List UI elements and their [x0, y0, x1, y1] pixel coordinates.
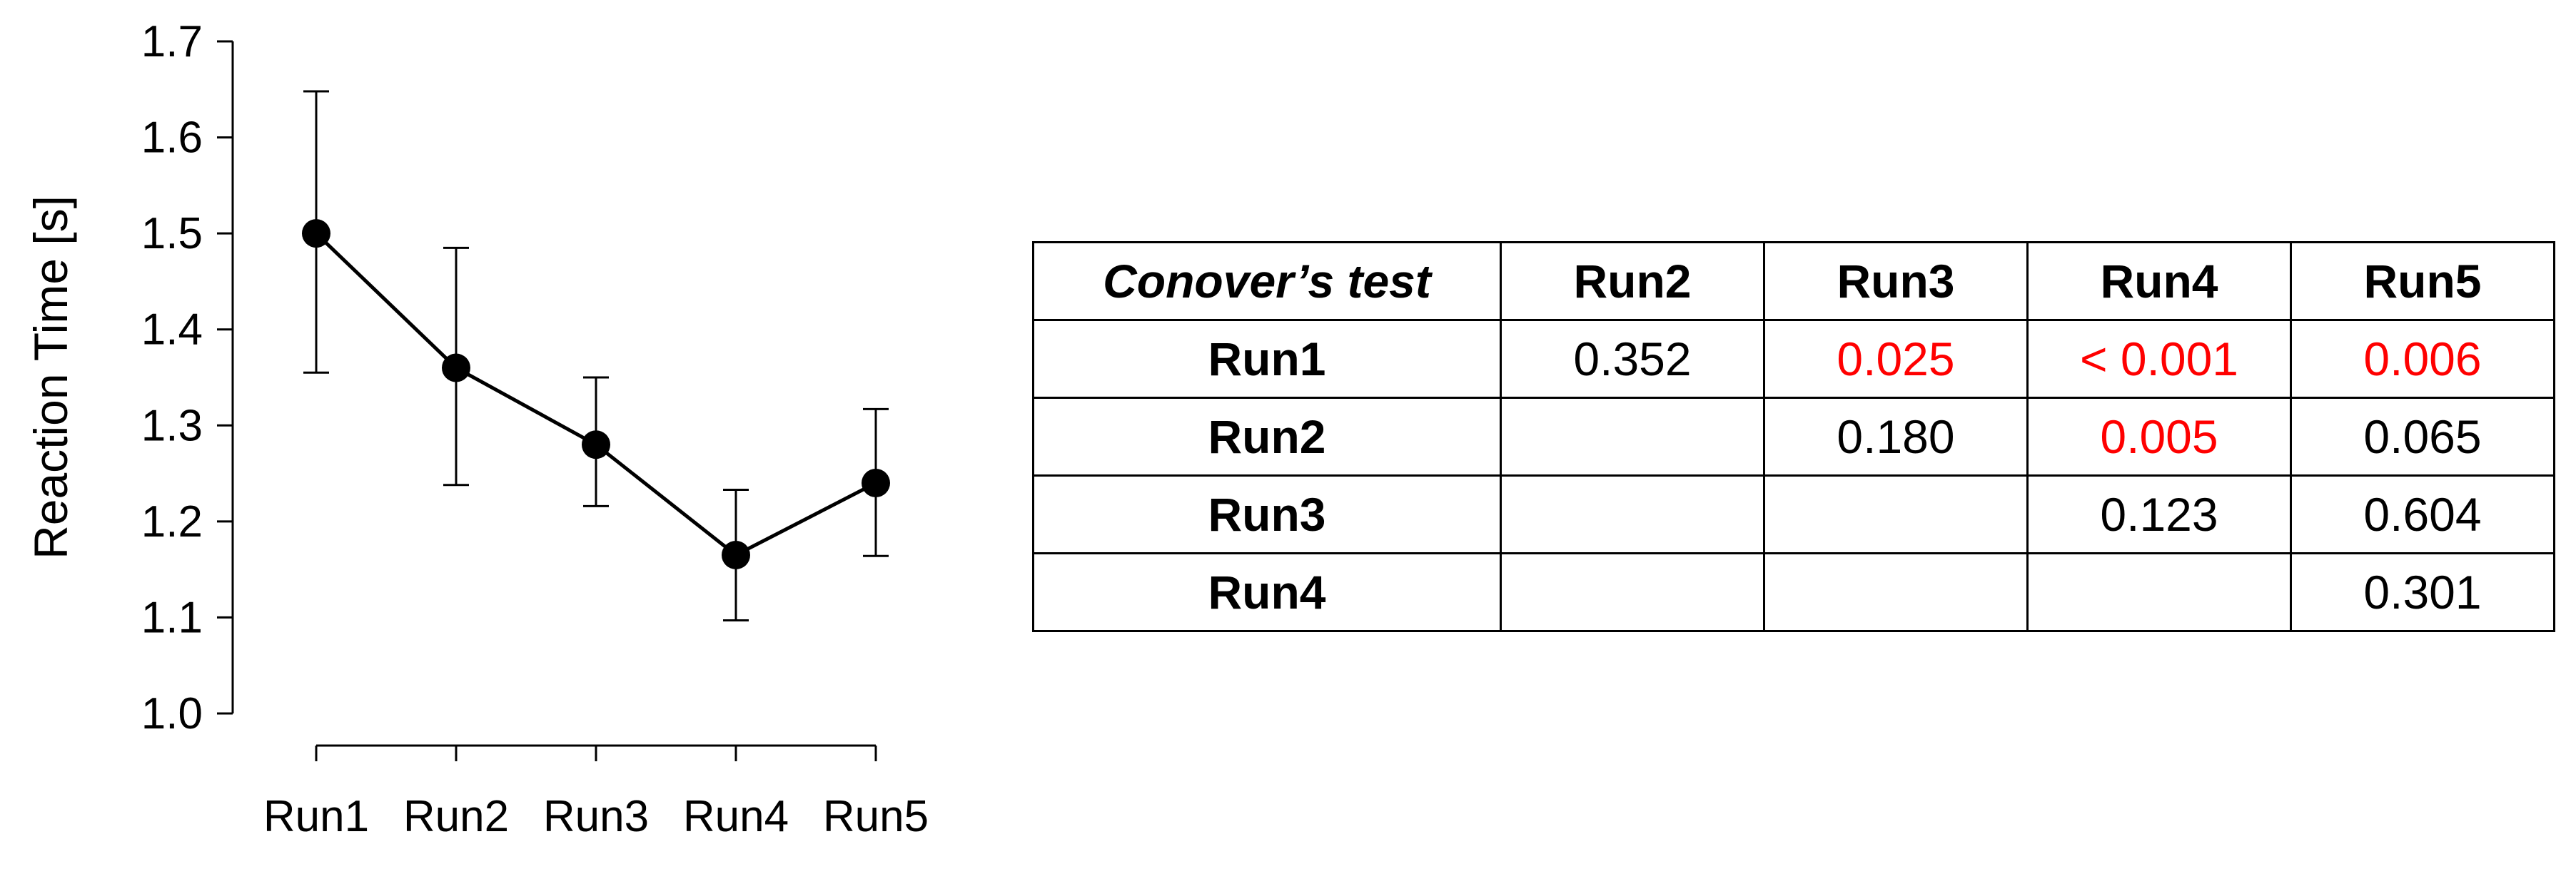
table-cell: 0.123: [2026, 474, 2292, 554]
data-point: [722, 540, 750, 569]
table-row: Run4 0.301: [1032, 552, 2555, 632]
table-row: Run1 0.352 0.025 < 0.001 0.006: [1032, 319, 2555, 399]
table-cell: 0.604: [2290, 474, 2555, 554]
column-header-run3: Run3: [1763, 241, 2029, 321]
x-tick-label: Run2: [403, 792, 509, 841]
table-cell: 0.006: [2290, 319, 2555, 399]
x-tick-label: Run5: [823, 792, 929, 841]
y-axis-label: Reaction Time [s]: [24, 195, 77, 559]
x-tick-label: Run1: [263, 792, 369, 841]
table-cell: 0.301: [2290, 552, 2555, 632]
table-row: Run2 0.180 0.005 0.065: [1032, 397, 2555, 477]
y-tick-label: 1.6: [141, 113, 203, 163]
y-tick-label: 1.4: [141, 305, 203, 355]
column-header-run2: Run2: [1500, 241, 1765, 321]
table-cell: [1500, 397, 1765, 477]
table-cell: [1500, 474, 1765, 554]
table-cell: 0.025: [1763, 319, 2029, 399]
y-tick-label: 1.3: [141, 401, 203, 450]
table-cell: 0.180: [1763, 397, 2029, 477]
conover-test-table: Conover’s test Run2 Run3 Run4 Run5 Run1 …: [1032, 241, 2555, 632]
table-cell: [1500, 552, 1765, 632]
y-tick-label: 1.7: [141, 17, 203, 66]
row-header-run3: Run3: [1032, 474, 1502, 554]
y-tick-label: 1.0: [141, 689, 203, 738]
table-cell: 0.065: [2290, 397, 2555, 477]
y-tick-label: 1.1: [141, 593, 203, 642]
data-point: [302, 219, 330, 248]
row-header-run1: Run1: [1032, 319, 1502, 399]
table-cell: [1763, 474, 2029, 554]
row-header-run2: Run2: [1032, 397, 1502, 477]
table-row: Run3 0.123 0.604: [1032, 474, 2555, 554]
table-corner-title: Conover’s test: [1032, 241, 1502, 321]
table-header-row: Conover’s test Run2 Run3 Run4 Run5: [1032, 241, 2555, 321]
column-header-run5: Run5: [2290, 241, 2555, 321]
data-point: [862, 469, 890, 498]
table-cell: 0.352: [1500, 319, 1765, 399]
table-cell: < 0.001: [2026, 319, 2292, 399]
row-header-run4: Run4: [1032, 552, 1502, 632]
y-tick-label: 1.2: [141, 497, 203, 547]
column-header-run4: Run4: [2026, 241, 2292, 321]
table-cell: [1763, 552, 2029, 632]
table-cell: [2026, 552, 2292, 632]
data-point: [582, 430, 610, 459]
data-point: [442, 353, 470, 382]
table-cell: 0.005: [2026, 397, 2292, 477]
x-tick-label: Run4: [683, 792, 789, 841]
x-tick-label: Run3: [543, 792, 649, 841]
y-tick-label: 1.5: [141, 209, 203, 258]
